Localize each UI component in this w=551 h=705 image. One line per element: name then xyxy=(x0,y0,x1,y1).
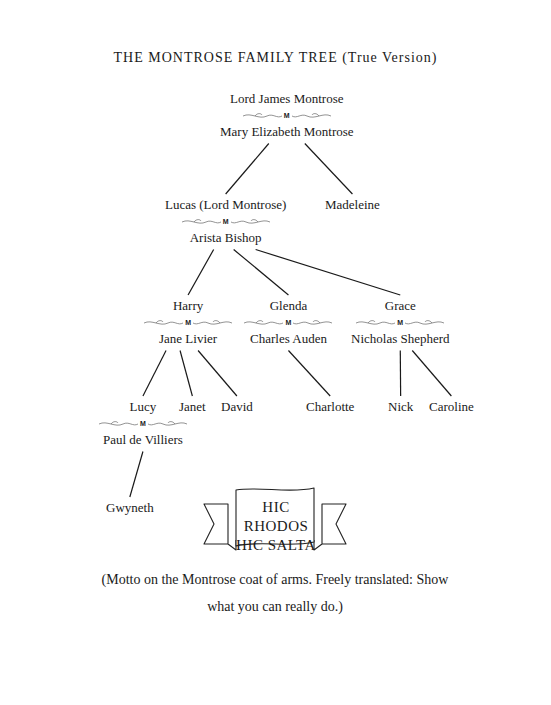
motto-caption: (Motto on the Montrose coat of arms. Fre… xyxy=(95,566,455,620)
marriage-mark: M xyxy=(223,218,229,225)
motto-banner: HIC RHODOS HIC SALTA xyxy=(200,484,350,552)
motto-text: HIC RHODOS HIC SALTA xyxy=(236,498,316,555)
person-name-text: Caroline xyxy=(429,399,474,416)
flourish-stroke xyxy=(293,321,332,323)
person-name: David xyxy=(217,396,257,419)
descent-line xyxy=(256,250,401,296)
person-name-text: Mary Elizabeth Montrose xyxy=(220,124,354,141)
flourish-stroke xyxy=(255,113,262,115)
person-name-text: Charles Auden xyxy=(250,331,327,348)
flourish-stroke xyxy=(243,114,282,116)
person-name-text: Glenda xyxy=(250,298,327,315)
flourish-stroke xyxy=(193,321,232,323)
marriage-row: M xyxy=(220,108,354,125)
flourish-stroke xyxy=(231,220,270,222)
person-name-text: Arista Bishop xyxy=(165,230,286,247)
descent-line xyxy=(305,144,353,195)
couple-entry: HarryM Jane Livier xyxy=(155,295,221,351)
person-name-text: Gwyneth xyxy=(106,500,154,517)
couple-entry: Lucas (Lord Montrose) M Arista Bishop xyxy=(161,194,290,250)
flourish-stroke xyxy=(312,113,319,115)
tree-title: THE MONTROSE FAMILY TREE (True Version) xyxy=(0,50,551,66)
marriage-mark: M xyxy=(284,112,290,119)
flourish-stroke xyxy=(99,422,138,424)
descent-line xyxy=(130,452,143,498)
descent-line xyxy=(412,351,451,397)
person-name: Janet xyxy=(175,396,210,419)
person-name-text: Charlotte xyxy=(306,399,354,416)
flourish-stroke xyxy=(168,421,175,423)
flourish-stroke xyxy=(111,421,118,423)
person-name-text: Madeleine xyxy=(325,197,380,214)
flourish-stroke xyxy=(425,320,432,322)
person-name: Charlotte xyxy=(302,396,358,419)
person-name-text: Harry xyxy=(159,298,217,315)
marriage-row: M xyxy=(165,214,286,231)
person-name-text: Paul de Villiers xyxy=(103,432,183,449)
flourish-stroke xyxy=(194,219,201,221)
person-name: Caroline xyxy=(425,396,478,419)
flourish-stroke xyxy=(213,320,220,322)
flourish-stroke xyxy=(405,321,444,323)
person-name-text: Grace xyxy=(351,298,450,315)
flourish-stroke xyxy=(148,422,187,424)
marriage-row: M xyxy=(103,416,183,433)
person-name-text: Lucas (Lord Montrose) xyxy=(165,197,286,214)
flourish-stroke xyxy=(368,320,375,322)
descent-line xyxy=(234,250,289,296)
person-name-text: Lord James Montrose xyxy=(220,91,354,108)
ribbon-part xyxy=(322,504,346,544)
marriage-mark: M xyxy=(140,420,146,427)
ribbon-part xyxy=(228,540,236,550)
flourish-stroke xyxy=(182,220,221,222)
couple-entry: GlendaM Charles Auden xyxy=(246,295,331,351)
marriage-mark: M xyxy=(397,319,403,326)
person-name: Gwyneth xyxy=(102,497,158,520)
flourish-stroke xyxy=(144,321,183,323)
marriage-mark: M xyxy=(185,319,191,326)
flourish-stroke xyxy=(256,320,263,322)
person-name-text: Jane Livier xyxy=(159,331,217,348)
flourish-stroke xyxy=(356,321,395,323)
person-name-text: Nick xyxy=(388,399,413,416)
descent-line xyxy=(180,351,192,397)
descent-line xyxy=(188,250,214,296)
person-name-text: Janet xyxy=(179,399,206,416)
descent-line xyxy=(288,351,330,397)
person-name-text: Nicholas Shepherd xyxy=(351,331,450,348)
couple-entry: Lord James MontroseM Mary Elizabeth Montr… xyxy=(216,88,358,144)
couple-entry: GraceM Nicholas Shepherd xyxy=(347,295,454,351)
flourish-stroke xyxy=(156,320,163,322)
person-name: Madeleine xyxy=(321,194,384,217)
marriage-row: M xyxy=(159,315,217,332)
couple-entry: LucyM Paul de Villiers xyxy=(99,396,187,452)
marriage-mark: M xyxy=(286,319,292,326)
marriage-row: M xyxy=(351,315,450,332)
descent-line xyxy=(198,351,237,397)
person-name: Nick xyxy=(384,396,417,419)
flourish-stroke xyxy=(251,219,258,221)
marriage-row: M xyxy=(250,315,327,332)
person-name-text: Lucy xyxy=(103,399,183,416)
descent-line xyxy=(400,351,402,397)
flourish-stroke xyxy=(313,320,320,322)
flourish-stroke xyxy=(292,114,331,116)
flourish-stroke xyxy=(244,321,283,323)
descent-line xyxy=(226,144,269,195)
ribbon-part xyxy=(204,504,228,544)
person-name-text: David xyxy=(221,399,253,416)
descent-line xyxy=(143,351,166,397)
